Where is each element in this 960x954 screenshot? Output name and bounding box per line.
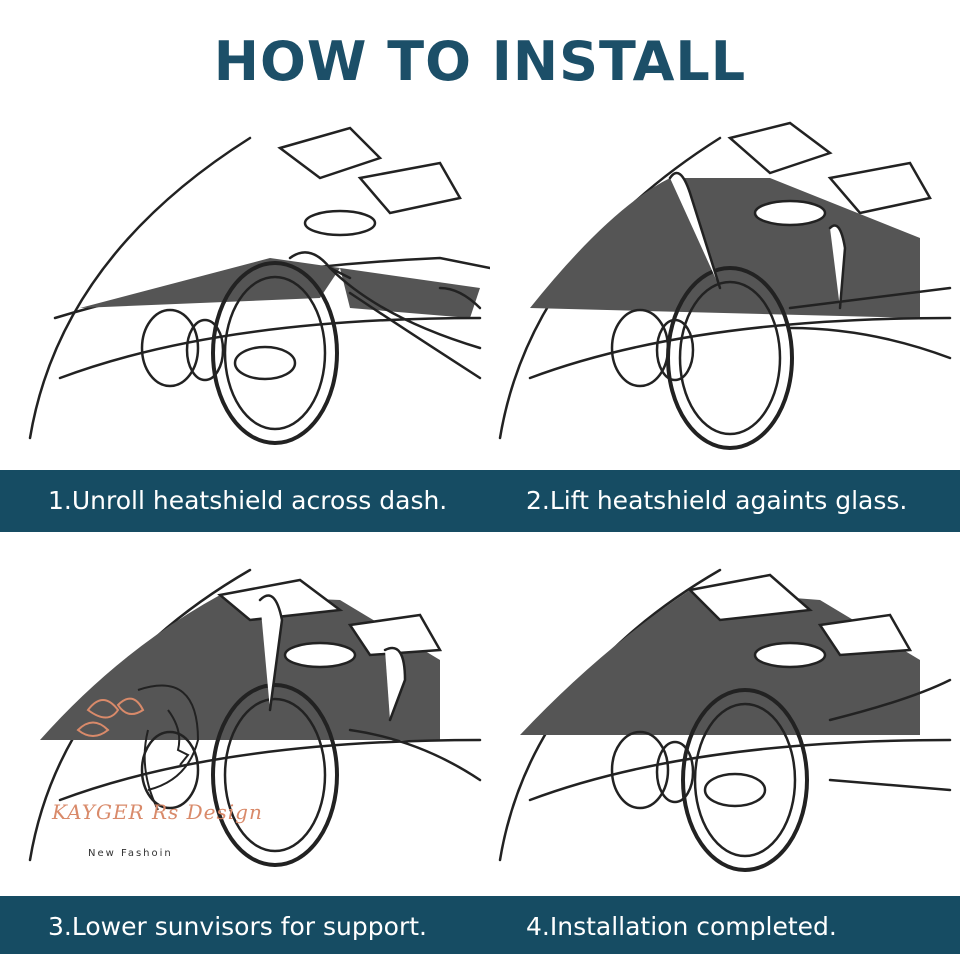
step-4-caption: 4.Installation completed.: [526, 912, 837, 941]
caption-band-top: [0, 470, 960, 532]
step-2-illustration: [490, 118, 960, 468]
brand-watermark-logo: [48, 670, 258, 860]
step-1-caption: 1.Unroll heatshield across dash.: [48, 486, 448, 515]
step-3-caption: 3.Lower sunvisors for support.: [48, 912, 427, 941]
page-title: HOW TO INSTALL: [213, 30, 747, 93]
brand-watermark-text: KAYGER Rs Design: [52, 800, 263, 824]
step-4-illustration: [490, 540, 960, 890]
step-1-illustration: [20, 118, 490, 468]
caption-band-bottom: [0, 896, 960, 954]
brand-watermark-tagline: New Fashoin: [88, 848, 173, 859]
step-2-caption: 2.Lift heatshield againts glass.: [526, 486, 908, 515]
